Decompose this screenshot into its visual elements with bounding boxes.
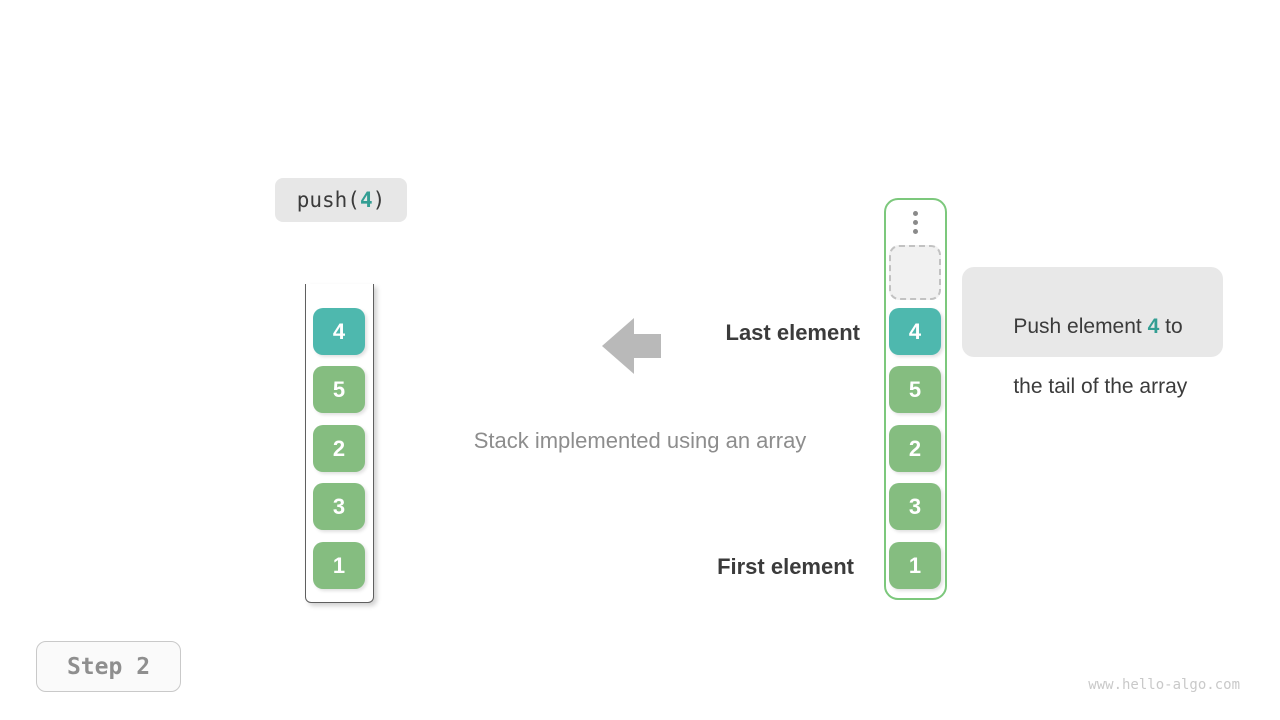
- arrow-left-icon: [602, 318, 661, 374]
- stack-cell-new: 4: [313, 308, 365, 355]
- stack-cell-new: 4: [889, 308, 941, 355]
- operation-suffix: ): [372, 188, 386, 212]
- annotation-text-3: the tail of the array: [1013, 375, 1188, 398]
- step-badge-label: Step 2: [66, 653, 151, 680]
- operation-label: push(4): [275, 178, 407, 222]
- stack-cell: 1: [889, 542, 941, 589]
- stack-array-plain: 4 5 2 3 1: [305, 284, 374, 603]
- ellipsis-icon: [886, 211, 945, 234]
- stack-cell: 5: [889, 366, 941, 413]
- stack-cell: 2: [889, 425, 941, 472]
- operation-prefix: push(: [296, 188, 360, 212]
- watermark-text: www.hello-algo.com: [1088, 677, 1240, 693]
- annotation-text-1: Push element: [1013, 315, 1148, 338]
- arrow-tail: [634, 334, 661, 358]
- arrow-head: [602, 318, 634, 374]
- first-element-label: First element: [717, 554, 854, 579]
- empty-slot: [889, 245, 941, 300]
- step-badge: Step 2: [36, 641, 181, 692]
- stack-cell: 3: [889, 483, 941, 530]
- stack-cell: 2: [313, 425, 365, 472]
- annotation-bubble: Push element 4 to the tail of the array: [962, 267, 1223, 398]
- annotation-value: 4: [1147, 315, 1160, 338]
- operation-argument: 4: [359, 188, 373, 212]
- stack-cell: 1: [313, 542, 365, 589]
- caption-text: Stack implemented using an array: [473, 428, 807, 453]
- stack-cell: 3: [313, 483, 365, 530]
- stack-array-annotated: 4 5 2 3 1: [884, 198, 947, 600]
- annotation-text-2: to: [1159, 315, 1183, 338]
- last-element-label: Last element: [725, 320, 861, 345]
- stack-cell: 5: [313, 366, 365, 413]
